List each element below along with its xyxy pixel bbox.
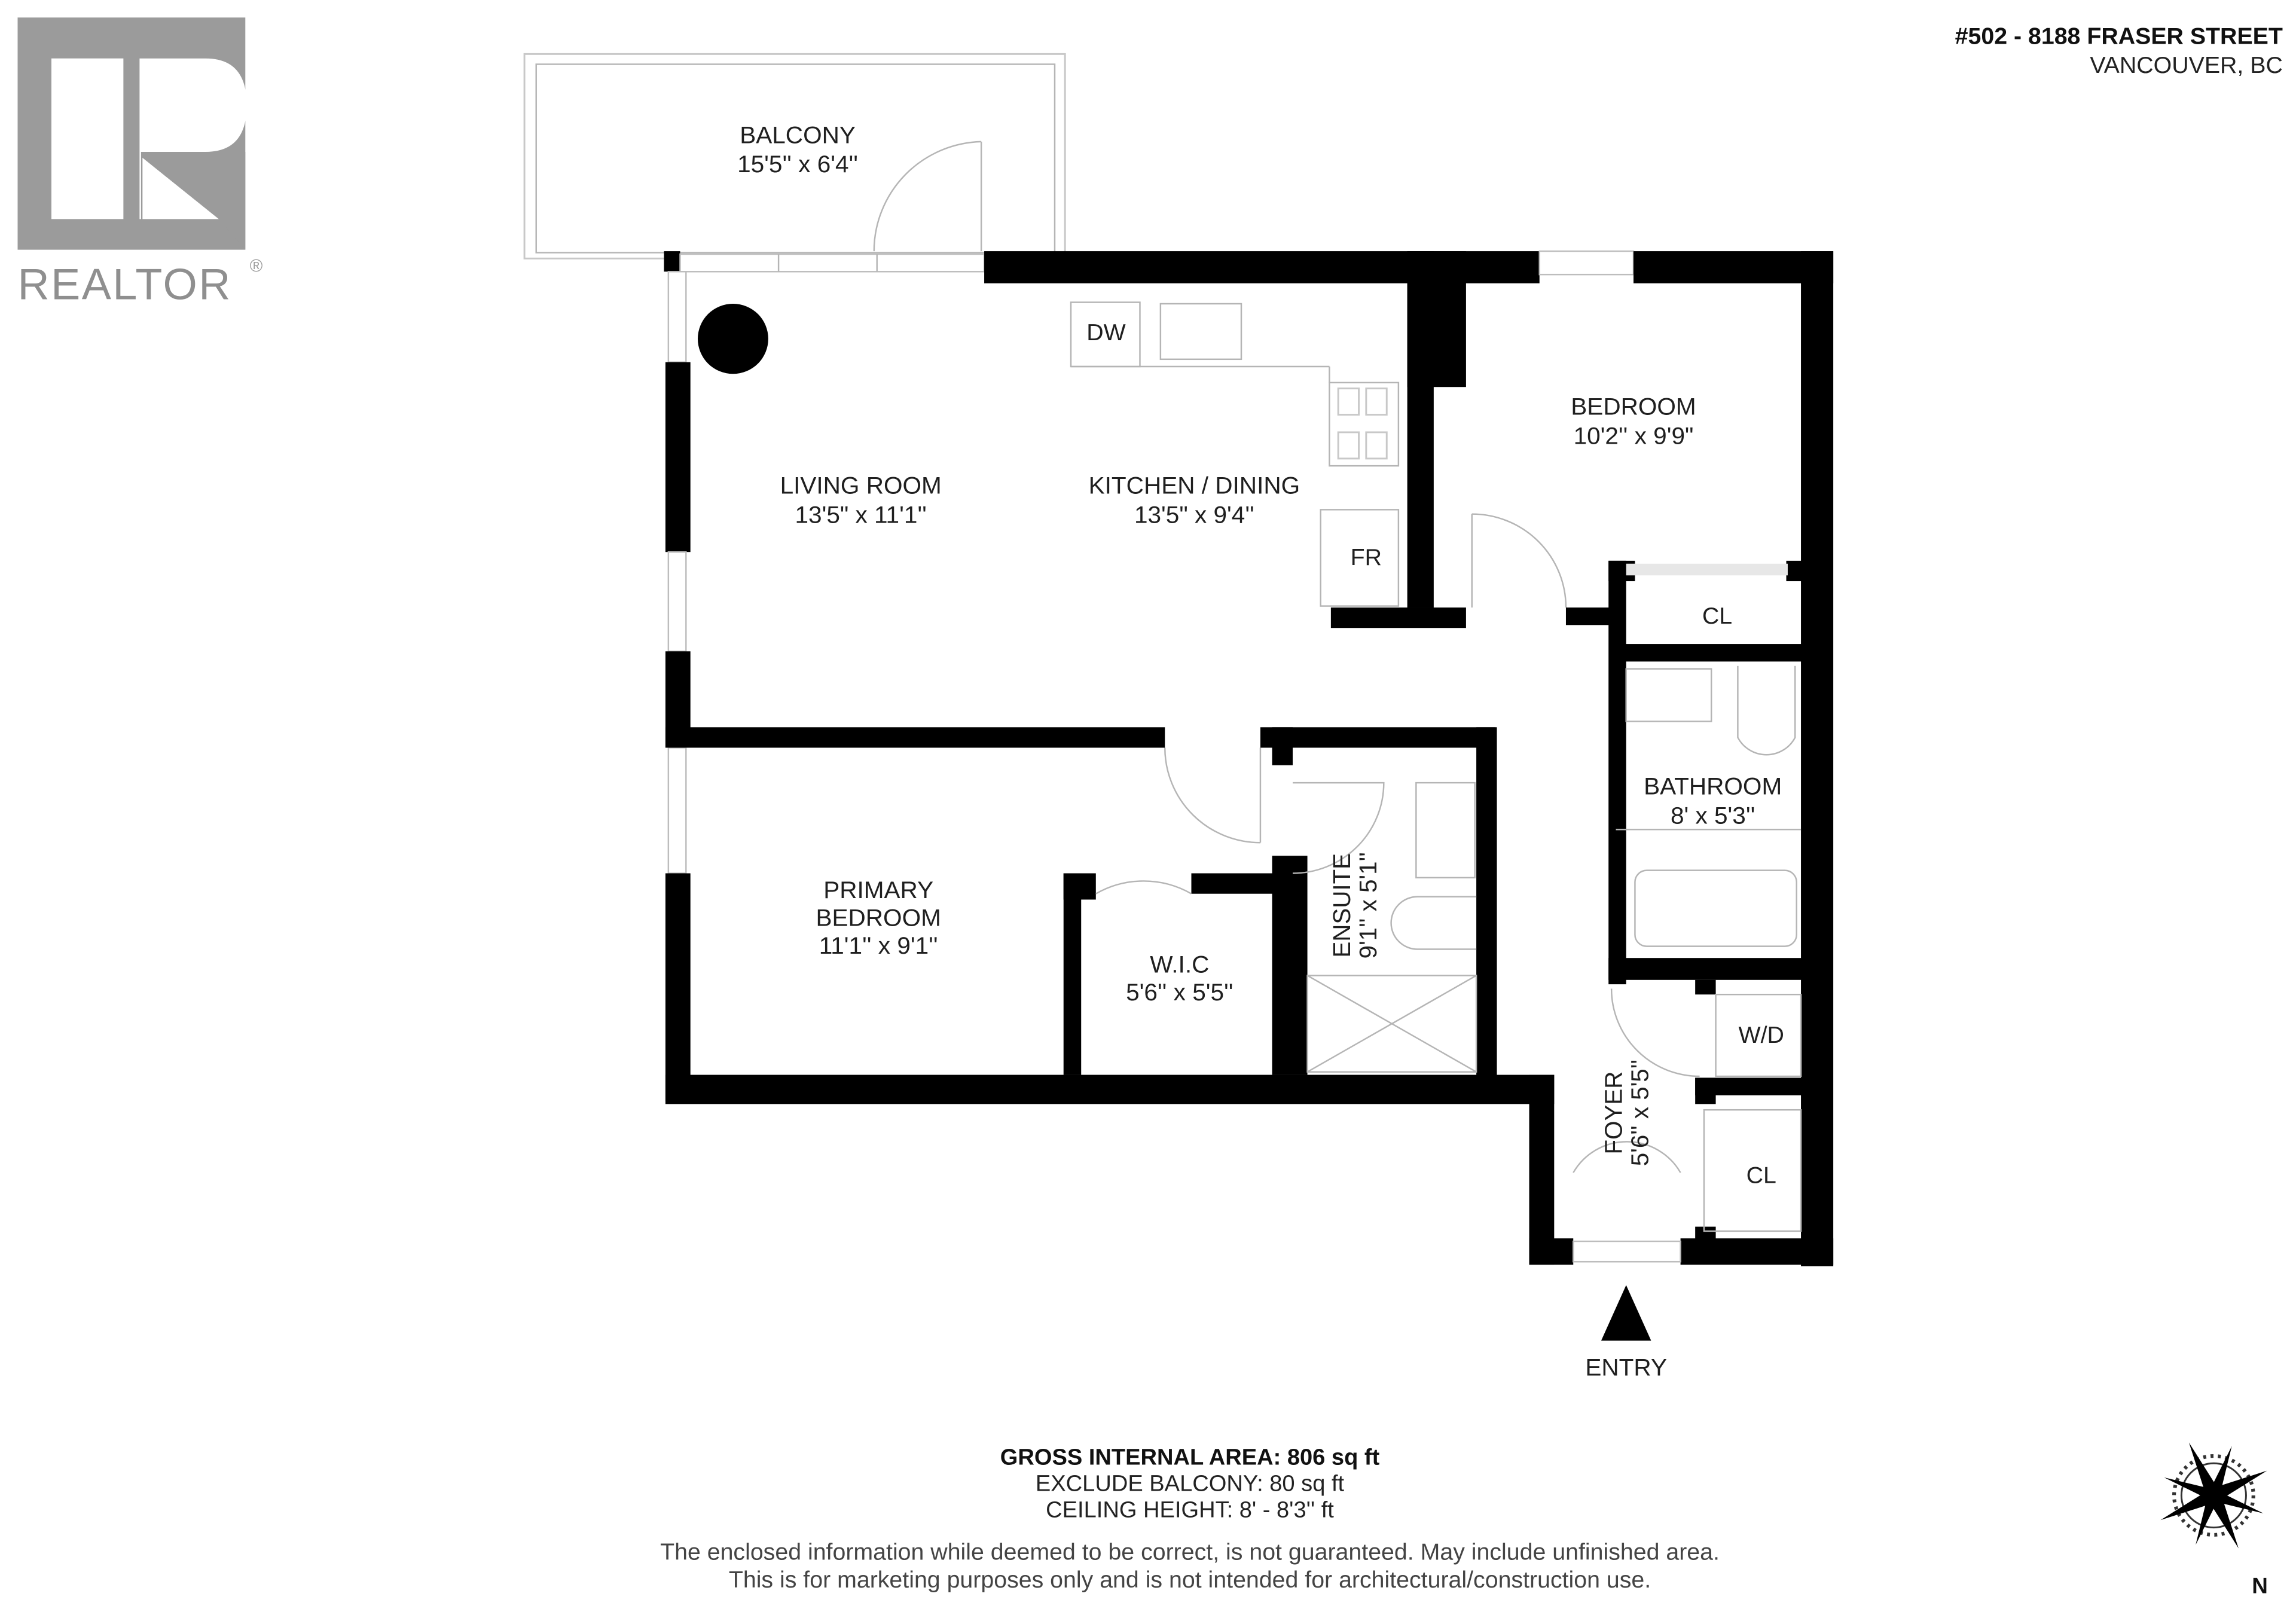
- bathroom-fixtures: [1616, 666, 1802, 947]
- closet-bedroom-label: CL: [1702, 603, 1732, 629]
- registered-mark: ®: [250, 256, 263, 276]
- room-size-wic: 5'6'' x 5'5'': [1126, 978, 1233, 1006]
- room-size-primary-bedroom: 11'1'' x 9'1'': [819, 932, 938, 959]
- ensuite-fixtures: [1306, 782, 1477, 1073]
- room-size-bathroom: 8' x 5'3'': [1671, 802, 1755, 829]
- room-name-wic: W.I.C: [1150, 951, 1209, 978]
- walls: [664, 250, 1834, 1266]
- ceiling-height: CEILING HEIGHT: 8' - 8'3'' ft: [1046, 1498, 1334, 1523]
- room-name-primary-bedroom-2: BEDROOM: [816, 904, 941, 932]
- toilet-icon: [1737, 666, 1796, 756]
- room-size-living-room: 13'5" x 11'1'': [795, 500, 927, 528]
- stove-icon: [1329, 381, 1400, 467]
- room-size-balcony: 15'5'' x 6'4'': [737, 150, 858, 178]
- sink-icon: [1159, 303, 1242, 361]
- ensuite-toilet-icon: [1390, 896, 1477, 950]
- room-name-balcony: BALCONY: [740, 121, 856, 148]
- closet-foyer-label: CL: [1747, 1162, 1776, 1188]
- room-size-foyer: 5'6'' x 5'5'': [1626, 1060, 1653, 1166]
- room-name-bedroom: BEDROOM: [1571, 393, 1696, 420]
- shower-icon: [1306, 975, 1477, 1073]
- ensuite-vanity-icon: [1415, 782, 1476, 879]
- compass-north-label: N: [2252, 1574, 2268, 1598]
- room-size-ensuite: 9'1'' x 5'1'': [1354, 852, 1382, 958]
- vanity-sink-icon: [1625, 668, 1712, 722]
- compass-rose-icon: [2160, 1442, 2267, 1549]
- kitchen-fixtures: [1070, 301, 1400, 607]
- room-name-kitchen-dining: KITCHEN / DINING: [1089, 472, 1300, 499]
- room-name-living-room: LIVING ROOM: [780, 472, 942, 499]
- fridge-icon: [1320, 509, 1400, 607]
- address-line-1: #502 - 8188 FRASER STREET: [1955, 23, 2283, 49]
- exclude-balcony-area: EXCLUDE BALCONY: 80 sq ft: [1036, 1472, 1345, 1497]
- fridge-label: FR: [1351, 545, 1382, 570]
- disclaimer-line-2: This is for marketing purposes only and …: [729, 1567, 1651, 1593]
- entry-label: ENTRY: [1585, 1354, 1667, 1381]
- address-line-2: VANCOUVER, BC: [2090, 53, 2282, 78]
- disclaimer-line-1: The enclosed information while deemed to…: [660, 1540, 1720, 1565]
- realtor-wordmark: REALTOR: [17, 260, 231, 309]
- washer-dryer-label: W/D: [1739, 1022, 1784, 1048]
- entry-arrow-icon: [1601, 1285, 1651, 1341]
- room-size-bedroom: 10'2'' x 9'9": [1574, 422, 1694, 450]
- gross-internal-area: GROSS INTERNAL AREA: 806 sq ft: [1000, 1445, 1380, 1470]
- realtor-logo: REALTOR ®: [17, 17, 263, 309]
- room-name-ensuite: ENSUITE: [1328, 853, 1355, 958]
- room-size-kitchen-dining: 13'5" x 9'4'': [1134, 500, 1254, 528]
- bathtub-icon: [1634, 869, 1797, 947]
- room-name-bathroom: BATHROOM: [1644, 773, 1782, 800]
- room-name-foyer: FOYER: [1599, 1071, 1627, 1155]
- room-name-primary-bedroom-1: PRIMARY: [823, 876, 933, 903]
- structural-column-icon: [697, 304, 768, 374]
- dishwasher-label: DW: [1086, 320, 1125, 346]
